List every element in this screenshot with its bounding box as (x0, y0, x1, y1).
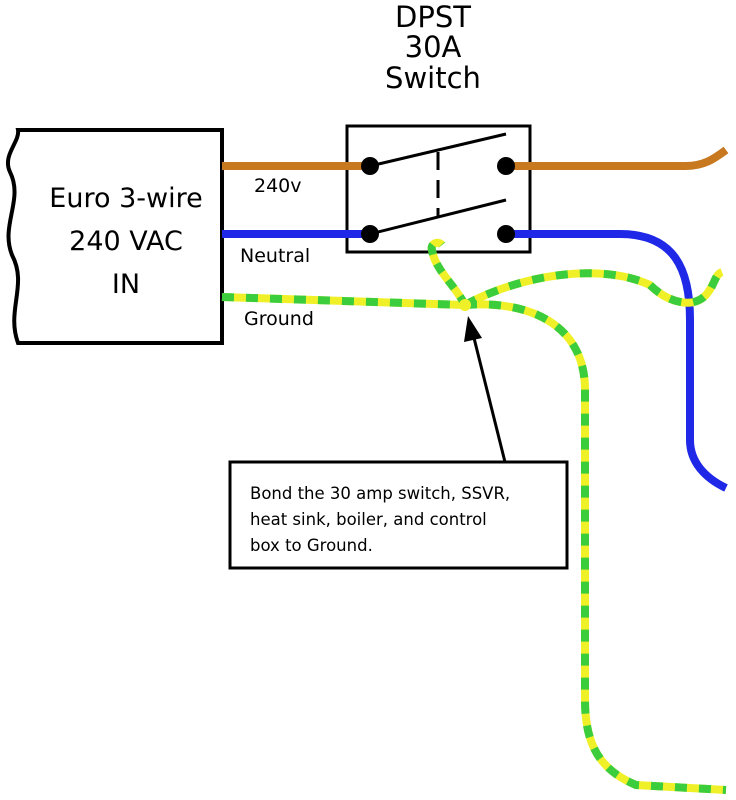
ground-wires (221, 238, 727, 794)
switch-title-line-1: DPST (395, 0, 471, 34)
ground-wire-label: Ground (244, 308, 314, 330)
neutral-wire-label: Neutral (240, 245, 310, 267)
source-box (6, 128, 224, 345)
switch-title: DPST 30A Switch (385, 0, 481, 95)
switch-title-line-2: 30A (405, 30, 462, 64)
callout-text: Bond the 30 amp switch, SSVR, heat sink,… (250, 484, 510, 555)
callout-line-1: Bond the 30 amp switch, SSVR, (250, 484, 510, 503)
switch-contacts (361, 132, 515, 243)
source-label: Euro 3-wire 240 VAC IN (49, 183, 202, 300)
source-label-line-1: Euro 3-wire (49, 183, 202, 214)
neutral-wire (222, 230, 728, 492)
source-label-line-2: 240 VAC (69, 226, 183, 257)
switch-title-line-3: Switch (385, 61, 481, 95)
callout-line-2: heat sink, boiler, and control (250, 510, 487, 529)
callout-line-3: box to Ground. (250, 536, 373, 555)
hot-wire (222, 146, 729, 170)
callout-box (228, 460, 569, 570)
source-label-line-3: IN (112, 269, 140, 300)
callout-arrow (464, 316, 507, 463)
hot-wire-label: 240v (254, 175, 302, 197)
